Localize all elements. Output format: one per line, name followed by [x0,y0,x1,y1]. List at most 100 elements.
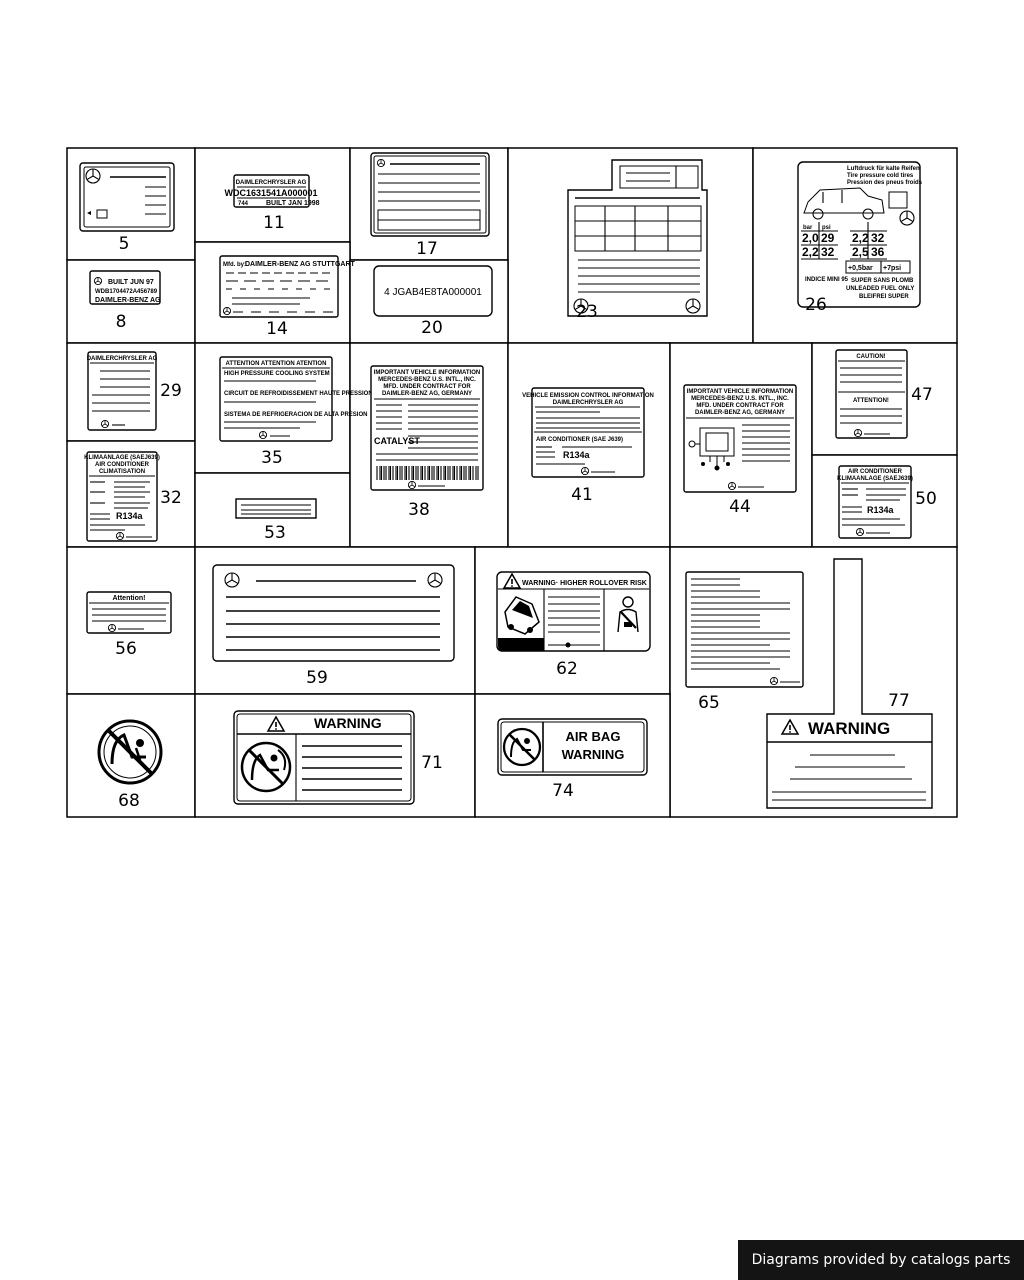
callout-62: 62 [556,659,578,679]
label-26-fuel3: BLEIFREI SUPER [859,294,909,300]
label-11-vin: WDC1631541A000001 [224,188,317,198]
label-35-line3: CIRCUIT DE REFROIDISSEMENT HAUTE PRESSIO… [224,391,373,397]
callout-56: 56 [115,639,137,659]
label-29-title: DAIMLERCHRYSLER AG [87,356,158,362]
label-26-line2: Tire pressure cold tires [847,173,914,179]
callout-41: 41 [571,485,593,505]
no-child-seat-icon [97,719,163,785]
label-35: ATTENTION ATTENTION ATENTION HIGH PRESSU… [219,356,373,442]
label-32-refrig: R134a [116,511,144,521]
label-44-line4: DAIMLER-BENZ AG, GERMANY [695,410,785,416]
label-56: Attention! [86,591,172,634]
label-44-line1: IMPORTANT VEHICLE INFORMATION [687,389,793,395]
label-26-fuel2: UNLEADED FUEL ONLY [846,286,914,292]
label-38-barcode [376,466,480,480]
credit-banner: Diagrams provided by catalogs parts [738,1240,1024,1280]
label-32-line2: AIR CONDITIONER [95,462,150,468]
callout-77: 77 [888,691,910,711]
callout-5: 5 [119,234,130,254]
label-26-line3: Pression des pneus froids [847,180,923,186]
label-35-line4: SISTEMA DE REFRIGERACION DE ALTA PRESION [224,412,367,418]
label-14-title: DAIMLER-BENZ AG STUTTGART [245,261,356,268]
label-71: WARNING [233,710,415,805]
callout-32: 32 [160,488,182,508]
seatbelt-icon [617,596,639,633]
label-20: 4 JGAB4E8TA000001 [373,265,493,317]
label-5 [79,162,175,232]
label-11-code: 744 [238,201,249,207]
callout-35: 35 [261,448,283,468]
label-41-line1: VEHICLE EMISSION CONTROL INFORMATION [522,393,654,399]
callout-50: 50 [915,489,937,509]
label-38-line4: DAIMLER-BENZ AG, GERMANY [382,391,472,397]
label-8-vin: WDB1704472A456789 [95,289,158,295]
label-50-line2: KLIMAANLAGE (SAEJ639) [837,476,913,482]
label-26-fuel1: SUPER SANS PLOMB [851,278,914,284]
callout-14: 14 [266,319,288,339]
label-20-vin: 4 JGAB4E8TA000001 [384,287,482,298]
rollover-car-icon [504,596,540,635]
label-26-v2: 29 [821,231,835,245]
label-17 [370,152,490,237]
callout-38: 38 [408,500,430,520]
label-44-line3: MFD. UNDER CONTRACT FOR [696,403,784,409]
label-26-v8: 36 [871,245,885,259]
callout-59: 59 [306,668,328,688]
callout-71: 71 [421,753,443,773]
label-14: Mfd. by: DAIMLER-BENZ AG STUTTGART [219,255,356,318]
label-74-line1: AIR BAG [566,729,621,744]
label-26-add1: +0,5bar [848,265,873,272]
label-38-line1: IMPORTANT VEHICLE INFORMATION [374,370,480,376]
callout-26: 26 [805,295,827,315]
callout-8: 8 [116,312,127,332]
label-26-v3: 2,2 [802,245,819,259]
label-26-bar: bar [803,225,813,231]
callout-17: 17 [416,239,438,259]
callout-68: 68 [118,791,140,811]
label-26: Luftdruck für kalte Reifen Tire pressure… [797,161,923,308]
label-8-maker: DAIMLER-BENZ AG [95,297,161,304]
label-38: IMPORTANT VEHICLE INFORMATION MERCEDES-B… [370,365,484,491]
label-35-line2: HIGH PRESSURE COOLING SYSTEM [224,371,330,377]
callout-44: 44 [729,497,751,517]
label-29: DAIMLERCHRYSLER AG [87,351,158,431]
label-50-line1: AIR CONDITIONER [848,469,903,475]
label-26-indice: INDICE MINI 95 [805,277,849,283]
callout-47: 47 [911,385,933,405]
label-50-refrig: R134a [867,505,895,515]
callout-74: 74 [552,781,574,801]
label-26-v6: 32 [871,231,885,245]
label-47: CAUTION! ATTENTION! [835,349,908,439]
label-32: KLIMAANLAGE (SAEJ639) AIR CONDITIONER CL… [84,451,160,542]
label-41-ac: AIR CONDITIONER (SAE J639) [536,437,623,443]
label-8: BUILT JUN 97 WDB1704472A456789 DAIMLER-B… [89,270,161,305]
label-65 [685,571,804,688]
label-50: AIR CONDITIONER KLIMAANLAGE (SAEJ639) R1… [837,465,913,539]
label-44: IMPORTANT VEHICLE INFORMATION MERCEDES-B… [683,384,797,493]
label-26-v4: 32 [821,245,835,259]
label-26-v7: 2,5 [852,245,869,259]
airbag-warning-icon [502,727,542,767]
label-74: AIR BAG WARNING [497,718,648,776]
label-47-attention: ATTENTION! [853,398,889,404]
label-26-v1: 2,0 [802,231,819,245]
label-26-v5: 2,2 [852,231,869,245]
label-68 [97,719,163,785]
label-59 [212,564,455,662]
label-62-title: WARNING· HIGHER ROLLOVER RISK [522,580,647,587]
label-41-line2: DAIMLERCHRYSLER AG [553,400,624,406]
label-38-line2: MERCEDES-BENZ U.S. INTL., INC. [378,377,476,383]
label-44-line2: MERCEDES-BENZ U.S. INTL., INC. [691,396,789,402]
label-56-title: Attention! [112,595,145,602]
label-26-psi: psi [822,225,831,231]
label-47-caution: CAUTION! [856,354,885,360]
label-14-prefix: Mfd. by: [223,262,246,268]
label-32-line1: KLIMAANLAGE (SAEJ639) [84,455,160,461]
label-23 [567,159,708,317]
callout-20: 20 [421,318,443,338]
callout-53: 53 [264,523,286,543]
label-38-catalyst: CATALYST [374,436,420,446]
label-26-add2: +7psi [883,265,901,272]
label-11-title: DAIMLERCHRYSLER AG [236,180,307,186]
